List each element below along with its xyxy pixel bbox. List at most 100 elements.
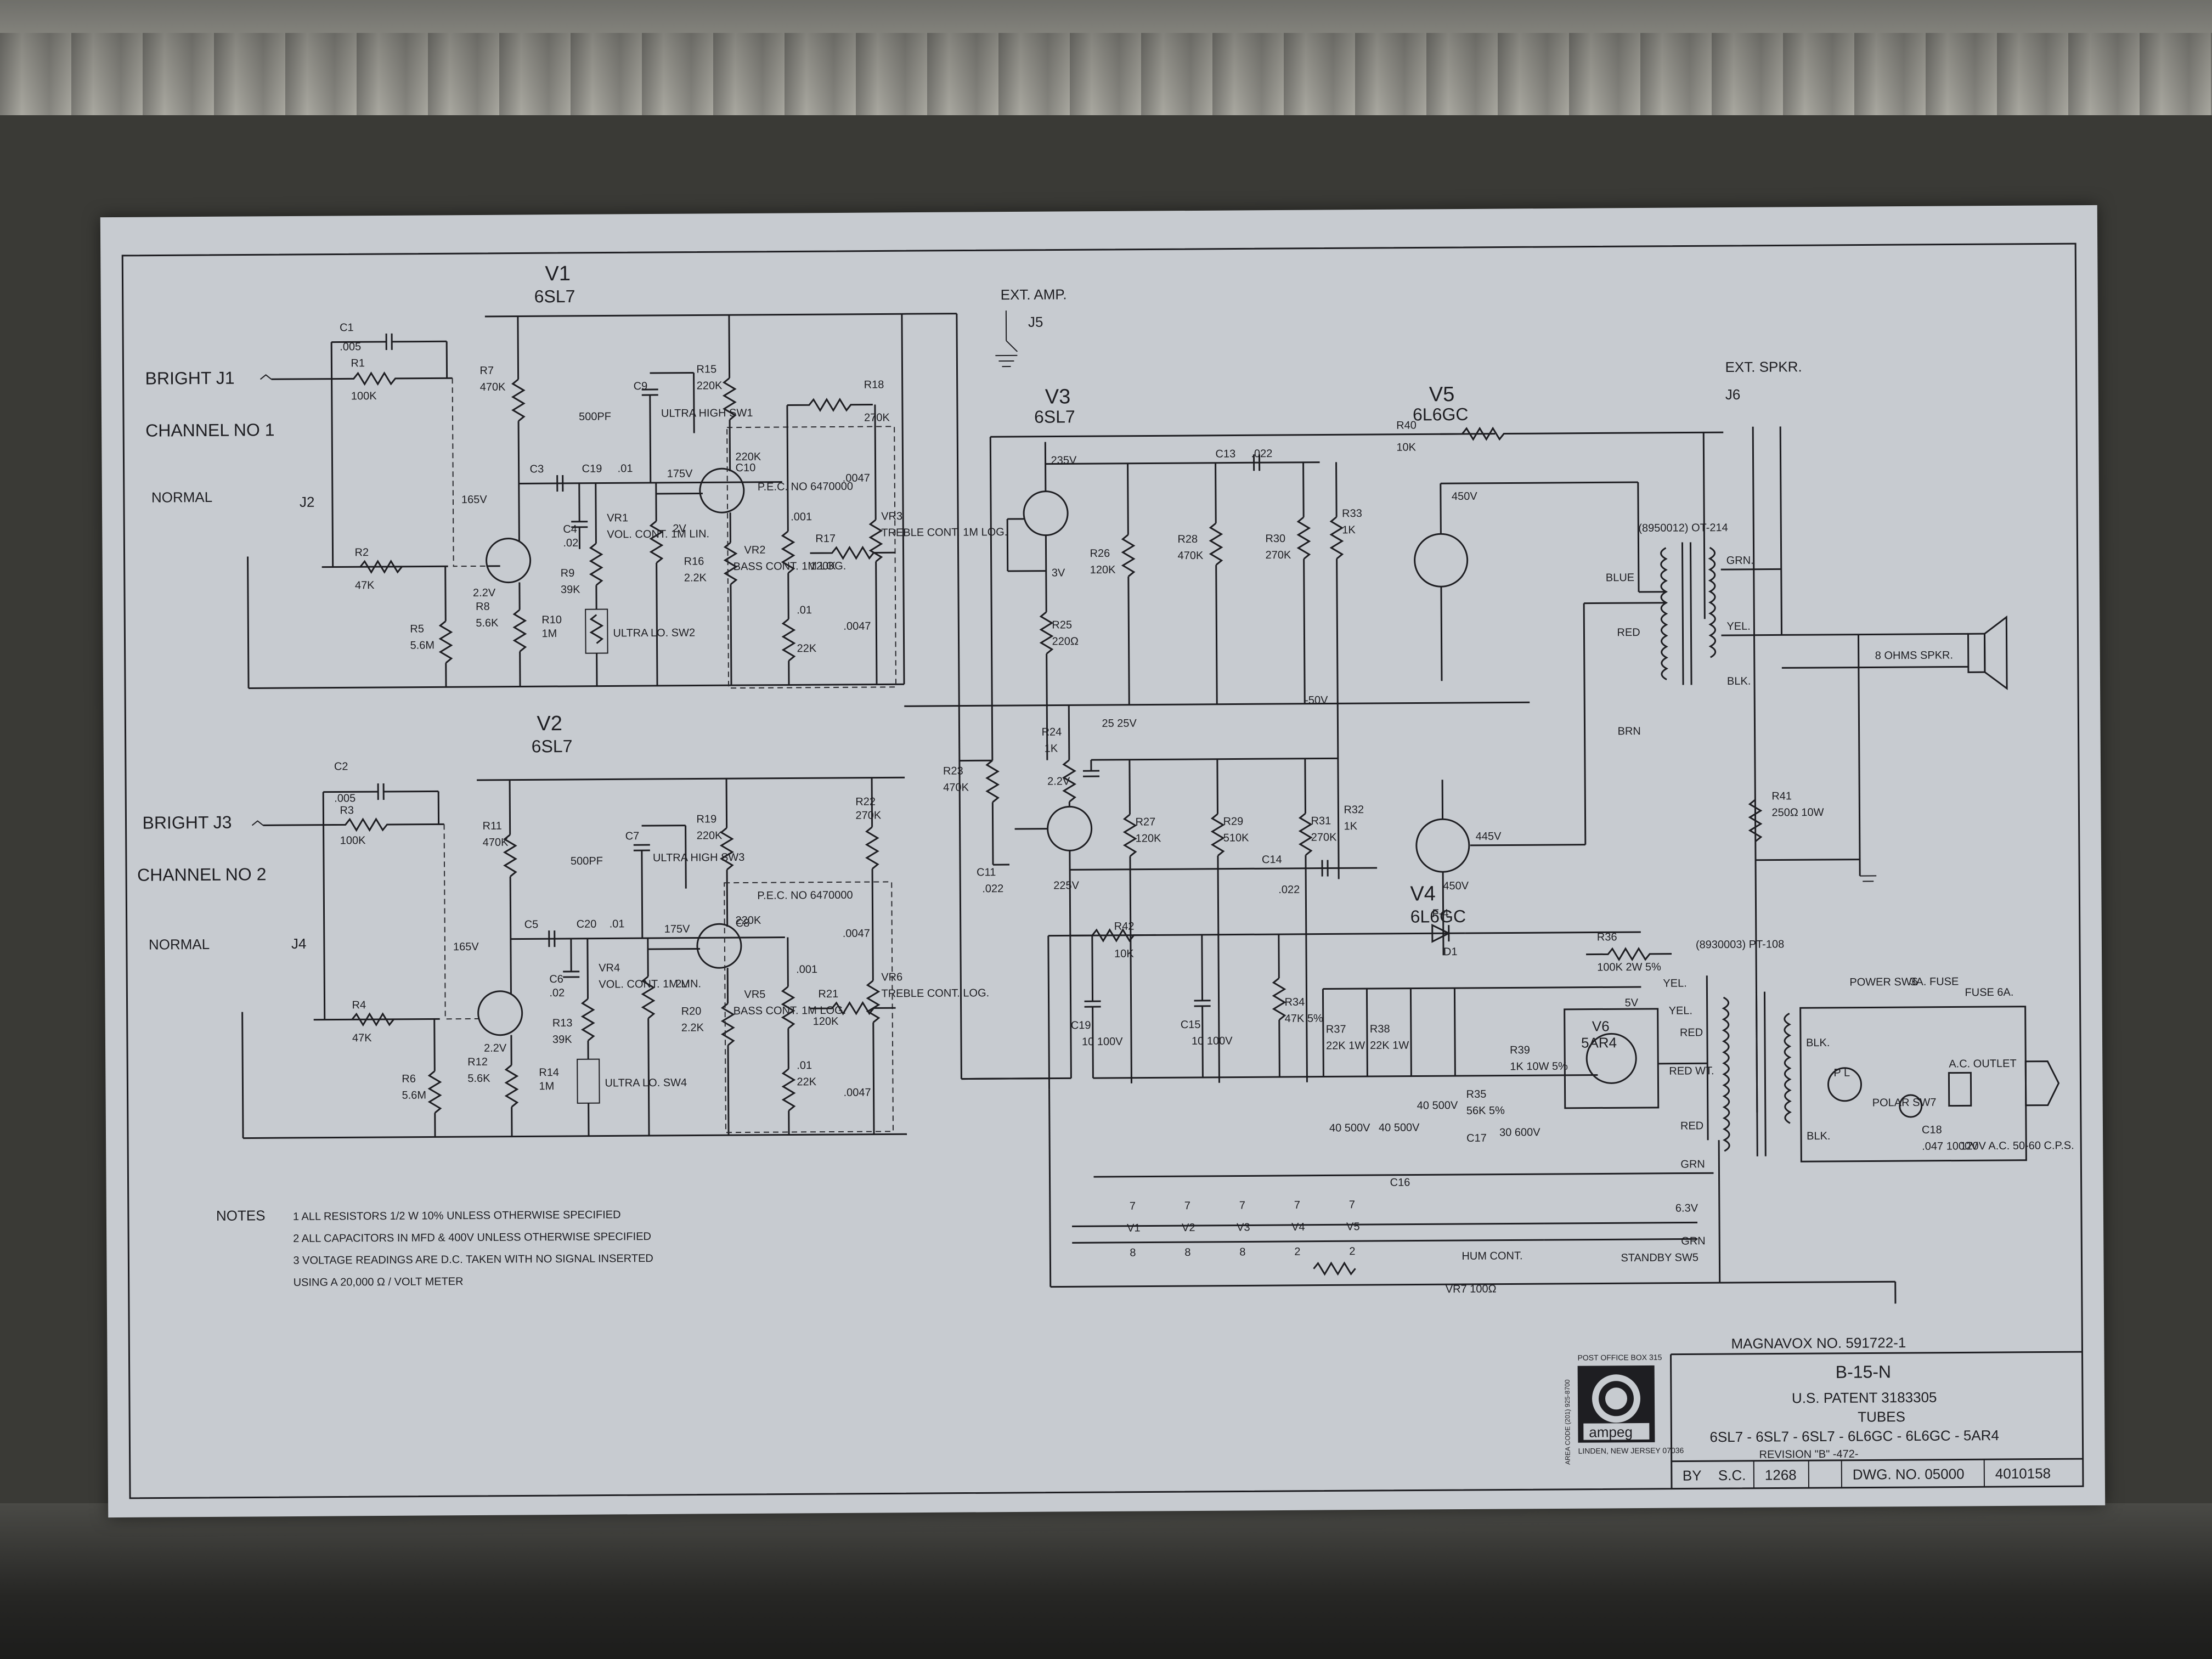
r37-label: R37 bbox=[1326, 1023, 1346, 1035]
grn2-wire-label: GRN bbox=[1680, 1158, 1705, 1170]
c001-2-label: .001 bbox=[796, 963, 817, 975]
v3-cathode-voltage: 3V bbox=[1052, 567, 1065, 579]
heater-v4-label: V4 bbox=[1291, 1221, 1305, 1233]
ext-spkr-jack-label: J6 bbox=[1725, 386, 1741, 403]
c001-label: .001 bbox=[791, 511, 812, 523]
r37-value: 22K 1W bbox=[1326, 1040, 1365, 1052]
schematic-sheet: V1 6SL7 BRIGHT J1 CHANNEL NO 1 NORMAL J2… bbox=[100, 205, 2106, 1518]
r16-value: 2.2K bbox=[684, 572, 707, 584]
c01-2-label: .01 bbox=[797, 1059, 812, 1071]
r42-label: R42 bbox=[1114, 921, 1135, 933]
ext-amp-label: EXT. AMP. bbox=[1001, 286, 1067, 303]
ac-outlet-label: A.C. OUTLET bbox=[1949, 1058, 2016, 1070]
c13-value: .022 bbox=[1251, 448, 1272, 460]
vr2-value: BASS CONT. 1M LOG. bbox=[733, 560, 847, 573]
c20-label: C20 bbox=[577, 918, 597, 930]
vr7-label: VR7 100Ω bbox=[1446, 1283, 1497, 1296]
patent-number: U.S. PATENT 3183305 bbox=[1792, 1389, 1937, 1407]
r28-value: 470K bbox=[1178, 550, 1204, 562]
bias-voltage-label: -50V bbox=[1305, 694, 1328, 706]
c19b-value: 10 100V bbox=[1082, 1036, 1123, 1048]
vr4-value: VOL. CONT. 1M LIN. bbox=[599, 978, 701, 990]
r26-label: R26 bbox=[1090, 548, 1110, 560]
power-transformer-label: (8930003) PT-108 bbox=[1696, 938, 1784, 951]
c8-label: C8 bbox=[736, 917, 750, 929]
r9-value: 39K bbox=[561, 584, 580, 596]
power-supply-labels: R42 10K F-4 D1 R36 100K 2W 5% (8930003) … bbox=[1071, 907, 2074, 1296]
driver-labels: EXT. AMP. J5 V3 6SL7 235V 3V R25 220Ω C1… bbox=[943, 286, 1338, 896]
r39-value: 1K 10W 5% bbox=[1510, 1060, 1568, 1073]
diode-d1-label: D1 bbox=[1443, 946, 1458, 958]
c16-label: C16 bbox=[1390, 1177, 1410, 1189]
r14-label: R14 bbox=[539, 1066, 559, 1079]
r8-label: R8 bbox=[476, 601, 490, 613]
r18-value: 270K bbox=[864, 411, 890, 424]
background-bottom bbox=[0, 1503, 2212, 1659]
r21-label: R21 bbox=[818, 988, 838, 1000]
vr1-value: VOL. CONT. 1M LIN. bbox=[607, 528, 709, 540]
r27-label: R27 bbox=[1135, 816, 1155, 828]
c2-label: C2 bbox=[334, 760, 348, 772]
r22-value: 270K bbox=[855, 809, 882, 821]
vr6-value: TREBLE CONT. LOG. bbox=[881, 987, 989, 1000]
r29-label: R29 bbox=[1223, 815, 1243, 827]
r36-label: R36 bbox=[1597, 931, 1617, 943]
rectifier-heater-voltage: 5V bbox=[1625, 997, 1639, 1009]
v2-plate-voltage: 165V bbox=[453, 941, 479, 953]
channel-2-labels: V2 6SL7 BRIGHT J3 CHANNEL NO 2 NORMAL J4… bbox=[137, 712, 989, 1102]
schematic-drawing: V1 6SL7 BRIGHT J1 CHANNEL NO 1 NORMAL J2… bbox=[121, 242, 2084, 1499]
r17-label: R17 bbox=[815, 533, 836, 545]
r23-value: 470K bbox=[943, 781, 969, 793]
model-number: B-15-N bbox=[1836, 1362, 1892, 1382]
v6-tube: 5AR4 bbox=[1581, 1034, 1617, 1051]
heater-voltage-label: 6.3V bbox=[1675, 1202, 1699, 1214]
r3-label: R3 bbox=[340, 804, 354, 816]
r28-label: R28 bbox=[1177, 533, 1198, 545]
r12-label: R12 bbox=[467, 1056, 488, 1068]
heater-pin-top: 7 bbox=[1294, 1199, 1300, 1211]
r5-value: 5.6M bbox=[410, 639, 435, 651]
ampeg-logo: ampeg POST OFFICE BOX 315 LINDEN, NEW JE… bbox=[1564, 1353, 1684, 1465]
vr3-value: TREBLE CONT. 1M LOG. bbox=[881, 526, 1007, 539]
c0047a-label: .0047 bbox=[843, 472, 870, 484]
c14-value: .022 bbox=[1278, 884, 1300, 896]
r10-label: R10 bbox=[541, 614, 562, 626]
heater-pin-bottom: 8 bbox=[1239, 1246, 1245, 1258]
r31-label: R31 bbox=[1311, 815, 1331, 827]
notes-block: NOTES 1 ALL RESISTORS 1/2 W 10% UNLESS O… bbox=[216, 1207, 653, 1289]
v1-tube: 6SL7 bbox=[534, 286, 575, 306]
r34-value: 47K 5% bbox=[1285, 1013, 1323, 1025]
c6-label: C6 bbox=[549, 973, 563, 985]
v5-label: V5 bbox=[1429, 383, 1455, 406]
r21-value: 120K bbox=[813, 1015, 839, 1028]
r6-value: 5.6M bbox=[402, 1090, 427, 1102]
heater-pin-bottom: 8 bbox=[1184, 1246, 1190, 1259]
c1-label: C1 bbox=[340, 321, 354, 334]
v1-label: V1 bbox=[545, 262, 571, 285]
r7-value: 470K bbox=[480, 381, 506, 393]
pec1-label: P.E.C. NO 6470000 bbox=[758, 481, 853, 493]
brn-wire-label: BRN bbox=[1618, 725, 1641, 737]
vr6-label: VR6 bbox=[881, 971, 902, 983]
r17-value: 120K bbox=[810, 560, 837, 572]
pilot-lamp-label: P L bbox=[1833, 1067, 1850, 1079]
r22-label: R22 bbox=[855, 796, 876, 808]
r11-value: 470K bbox=[483, 837, 509, 849]
v6-label: V6 bbox=[1592, 1018, 1610, 1034]
drawing-number: DWG. NO. 05000 bbox=[1853, 1465, 1965, 1482]
r-22k-2-label: 22K bbox=[797, 1076, 816, 1088]
output-transformer-label: (8950012) OT-214 bbox=[1638, 522, 1728, 534]
r10-value: 1M bbox=[541, 628, 557, 640]
c17-value: 30 600V bbox=[1499, 1126, 1541, 1138]
r41-label: R41 bbox=[1771, 790, 1792, 802]
blk2-wire-label: BLK. bbox=[1806, 1037, 1830, 1049]
r38-value: 22K 1W bbox=[1370, 1040, 1409, 1052]
ultra-lo-sw2-label: ULTRA LO. SW2 bbox=[613, 627, 695, 640]
ch2-name-label: CHANNEL NO 2 bbox=[137, 864, 267, 884]
r26-value: 120K bbox=[1090, 564, 1116, 576]
vr4-label: VR4 bbox=[599, 962, 620, 974]
r31-value: 270K bbox=[1311, 831, 1338, 843]
c2-value: .005 bbox=[334, 792, 356, 804]
r35-label: R35 bbox=[1466, 1088, 1487, 1101]
v2b-plate-voltage: 175V bbox=[664, 923, 691, 935]
